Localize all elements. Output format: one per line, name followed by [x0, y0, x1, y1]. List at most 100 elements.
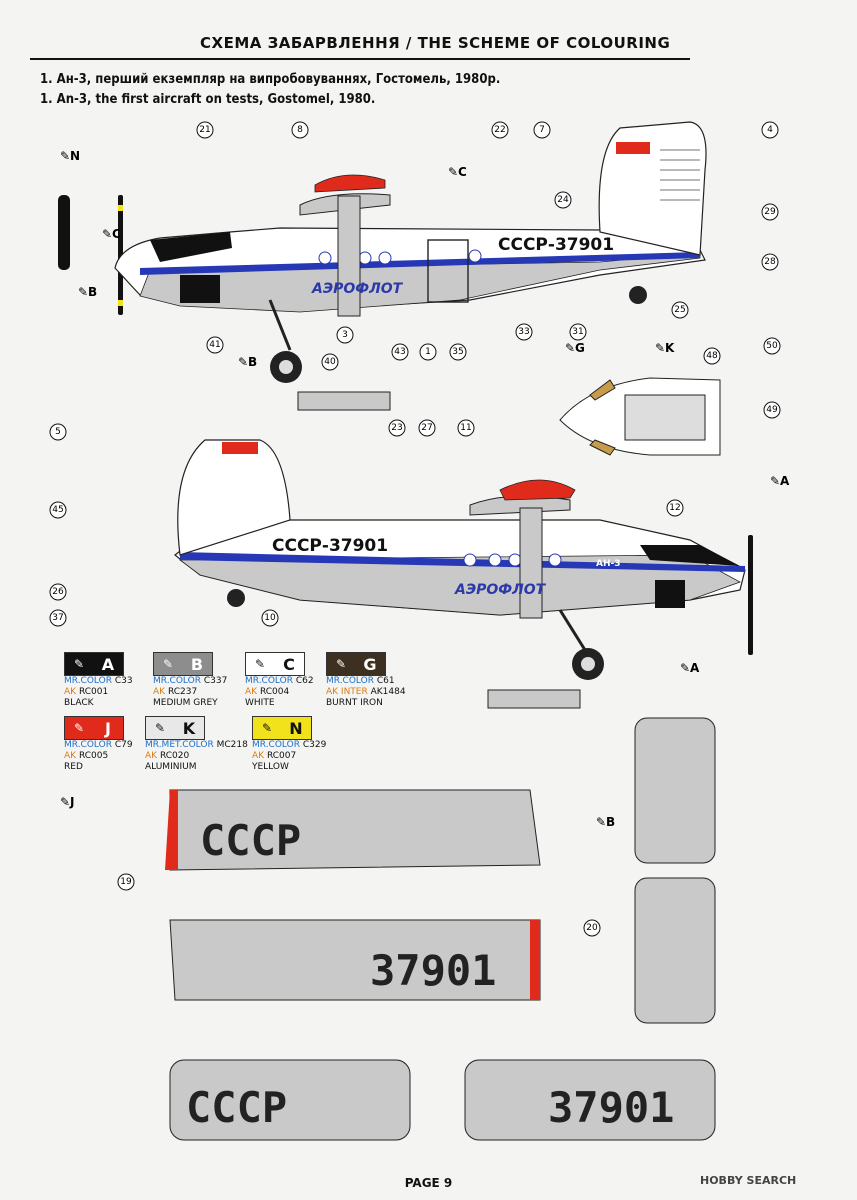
svg-text:40: 40	[324, 357, 336, 367]
paint-code-primary: MR.COLOR C61	[326, 676, 395, 686]
paint-name: WHITE	[245, 698, 275, 708]
paint-swatch: ✎G	[326, 652, 386, 676]
svg-text:22: 22	[494, 125, 505, 135]
wing-marking-number-2: 37901	[548, 1083, 674, 1132]
paint-marker-k-1: ✎K	[655, 341, 675, 355]
svg-text:4: 4	[767, 125, 773, 135]
propeller-front-view	[58, 195, 70, 270]
nose-top-view	[559, 377, 721, 456]
svg-text:10: 10	[264, 613, 276, 623]
svg-text:49: 49	[766, 405, 778, 415]
paint-marker-a-1: ✎A	[770, 474, 790, 488]
svg-text:5: 5	[55, 427, 61, 437]
title-rule	[30, 58, 690, 60]
paint-code-secondary: AK RC020	[145, 751, 190, 761]
aircraft-right-profile: СССР-37901 АЭРОФЛОТ АН-3	[174, 439, 753, 680]
svg-text:26: 26	[52, 587, 64, 597]
callout-1: 1	[419, 343, 437, 361]
brush-icon: ✎	[254, 656, 266, 671]
paint-marker-n-1: ✎N	[60, 149, 80, 163]
wing-panel-4: 37901	[464, 1059, 716, 1141]
paint-swatch: ✎J	[64, 716, 124, 740]
aircraft-left-profile: СССР-37901 АЭРОФЛОТ АН-3	[58, 121, 707, 383]
paint-name: ALUMINIUM	[145, 762, 197, 772]
registration-right: СССР-37901	[272, 536, 388, 556]
callout-26: 26	[49, 583, 67, 601]
svg-text:8: 8	[297, 125, 303, 135]
svg-text:21: 21	[199, 125, 210, 135]
callout-23: 23	[388, 419, 406, 437]
paint-code-secondary: AK RC005	[64, 751, 109, 761]
svg-text:1: 1	[425, 347, 431, 357]
callout-49: 49	[763, 401, 781, 419]
callout-50: 50	[763, 337, 781, 355]
paint-swatch: ✎N	[252, 716, 312, 740]
svg-text:35: 35	[452, 347, 463, 357]
callout-7: 7	[533, 121, 551, 139]
paint-code-primary: MR.COLOR C337	[153, 676, 228, 686]
paint-code-primary: MR.COLOR C62	[245, 676, 314, 686]
callout-43: 43	[391, 343, 409, 361]
part-43-top	[297, 391, 391, 411]
callout-31: 31	[569, 323, 587, 341]
paint-marker-g-1: ✎G	[565, 341, 585, 355]
callout-27: 27	[418, 419, 436, 437]
paint-code-primary: MR.COLOR C33	[64, 676, 133, 686]
brush-icon: ✎	[335, 656, 347, 671]
callout-8: 8	[291, 121, 309, 139]
paint-letter: C	[283, 654, 295, 674]
svg-text:33: 33	[518, 327, 529, 337]
type-badge-left: АН-3	[256, 256, 281, 266]
wing-panel-3: СССР	[169, 1059, 411, 1141]
page-title: СХЕМА ЗАБАРВЛЕННЯ / THE SCHEME OF COLOUR…	[200, 34, 671, 52]
callout-20: 20	[583, 919, 601, 937]
propeller-side	[118, 195, 123, 315]
paint-marker-j-1: ✎J	[60, 795, 75, 809]
svg-text:45: 45	[52, 505, 63, 515]
svg-text:12: 12	[669, 503, 680, 513]
paint-swatch: ✎K	[145, 716, 205, 740]
variant-caption-ukrainian: 1. Ан-3, перший екземпляр на випробовува…	[40, 72, 501, 87]
paint-marker-b-1: ✎B	[78, 285, 97, 299]
svg-text:50: 50	[766, 341, 778, 351]
brush-icon: ✎	[154, 720, 166, 735]
svg-text:11: 11	[460, 423, 471, 433]
callout-4: 4	[761, 121, 779, 139]
paint-letter: N	[289, 718, 303, 738]
paint-letter: J	[105, 718, 111, 738]
callout-12: 12	[666, 499, 684, 517]
paint-code-secondary: AK RC237	[153, 687, 198, 697]
svg-text:29: 29	[764, 207, 776, 217]
paint-marker-b-2: ✎B	[238, 355, 257, 369]
callout-5: 5	[49, 423, 67, 441]
svg-text:20: 20	[586, 923, 598, 933]
callout-45: 45	[49, 501, 67, 519]
paint-name: YELLOW	[252, 762, 289, 772]
brush-icon: ✎	[162, 656, 174, 671]
callout-10: 10	[261, 609, 279, 627]
callout-37: 37	[49, 609, 67, 627]
callout-28: 28	[761, 253, 779, 271]
callout-19: 19	[117, 873, 135, 891]
brush-icon: ✎	[73, 656, 85, 671]
svg-text:24: 24	[557, 195, 569, 205]
callout-33: 33	[515, 323, 533, 341]
paint-name: BURNT IRON	[326, 698, 383, 708]
wing-marking-cccp-1: СССР	[200, 816, 301, 865]
watermark-text: HOBBY SEARCH	[700, 1174, 797, 1187]
paint-code-secondary: AK RC001	[64, 687, 109, 697]
paint-code-primary: MR.COLOR C329	[252, 740, 327, 750]
callout-22: 22	[491, 121, 509, 139]
svg-text:37: 37	[52, 613, 63, 623]
callout-11: 11	[457, 419, 475, 437]
brush-icon: ✎	[73, 720, 85, 735]
paint-swatch: ✎A	[64, 652, 124, 676]
callout-3: 3	[336, 326, 354, 344]
callout-29: 29	[761, 203, 779, 221]
